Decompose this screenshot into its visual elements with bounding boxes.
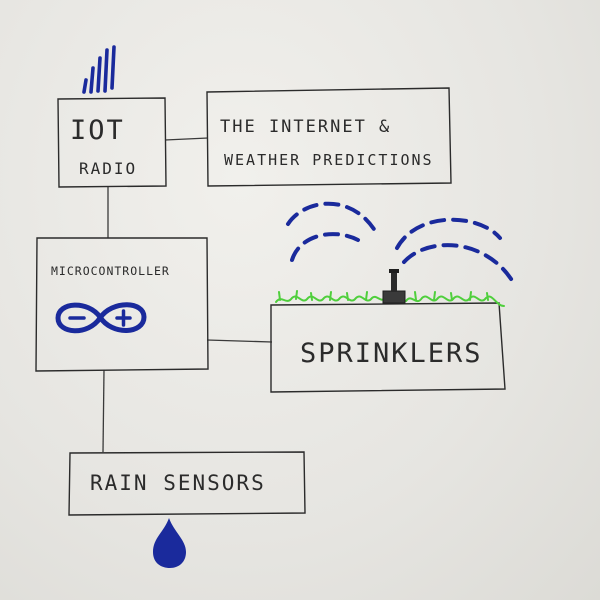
node-sprinklers: SPRINKLERS xyxy=(270,302,506,393)
internet-label-line2: WEATHER PREDICTIONS xyxy=(224,151,434,169)
infinity-logo-icon xyxy=(55,302,147,334)
water-spray-icon xyxy=(286,201,515,284)
node-internet: THE INTERNET & WEATHER PREDICTIONS xyxy=(206,87,452,187)
grass-icon xyxy=(275,290,505,307)
signal-bars-icon xyxy=(82,45,116,94)
iot-radio-label-line1: IOT xyxy=(70,115,125,146)
rain-sensors-label: RAIN SENSORS xyxy=(90,471,266,495)
sprinklers-label: SPRINKLERS xyxy=(300,338,483,369)
iot-radio-label-line2: RADIO xyxy=(79,159,137,178)
raindrop-icon xyxy=(153,518,186,568)
connectors xyxy=(102,137,273,453)
node-iot-radio: IOT RADIO xyxy=(57,97,167,188)
box-sprinklers xyxy=(270,302,506,393)
internet-label-line1: THE INTERNET & xyxy=(220,117,391,137)
connector-microcontroller-sprinklers xyxy=(206,339,273,343)
box-microcontroller xyxy=(35,237,209,372)
microcontroller-label: MICROCONTROLLER xyxy=(51,264,170,278)
box-internet xyxy=(206,87,452,187)
box-iot-radio xyxy=(57,97,167,188)
connector-radio-internet xyxy=(164,137,209,141)
box-rain-sensors xyxy=(68,451,306,516)
connector-microcontroller-rainsensors xyxy=(102,369,105,453)
sprinkler-icon xyxy=(382,269,406,304)
node-microcontroller: MICROCONTROLLER xyxy=(35,237,209,372)
node-rain-sensors: RAIN SENSORS xyxy=(68,451,306,516)
